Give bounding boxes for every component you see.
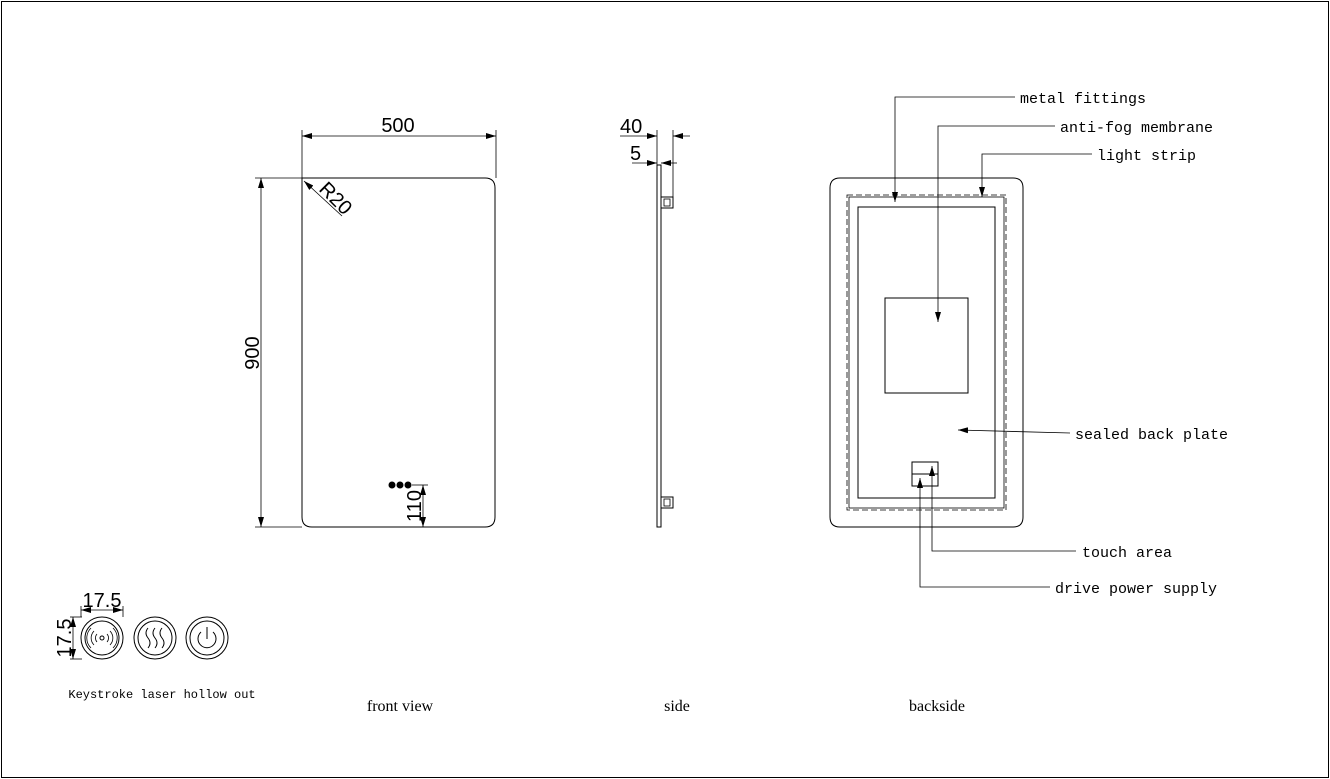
button-width-label: 17.5 [83,590,122,612]
glass-thickness-label: 5 [630,143,641,165]
width-label: 500 [381,115,414,137]
light-strip [846,194,1007,511]
back-outline [829,177,1024,528]
glass-profile [656,164,662,528]
touch-area-box [911,461,939,475]
sensor-icon [80,616,124,660]
power-supply-box [911,473,939,487]
side-view: 40 5 side [620,116,690,715]
height-label: 900 [242,336,264,369]
bracket-bottom [660,496,674,509]
callout-sealed-back-plate: sealed back plate [1075,427,1228,444]
metal-fittings [857,206,996,499]
front-view: 500 900 R20 110 front view [242,115,497,715]
depth-label: 40 [620,116,642,138]
callout-anti-fog-membrane: anti-fog membrane [1060,120,1213,137]
callout-metal-fittings: metal fittings [1020,91,1146,108]
anti-fog-membrane [884,297,969,394]
button-dot [404,481,412,489]
button-detail: 17.5 17.5 Keystroke laser hollow out [54,590,256,702]
backside-caption: backside [909,698,965,715]
button-height-label: 17.5 [54,619,76,658]
callout-touch-area: touch area [1082,545,1172,562]
defog-icon [133,616,177,660]
radius-label: R20 [314,178,356,220]
front-view-caption: front view [367,698,434,715]
button-caption: Keystroke laser hollow out [68,688,255,702]
button-offset-label: 110 [404,490,426,522]
bracket-top [660,196,674,209]
back-view: metal fittings anti-fog membrane light s… [829,91,1228,715]
button-dot [396,481,404,489]
callout-drive-power-supply: drive power supply [1055,581,1217,598]
power-icon [185,616,229,660]
callout-light-strip: light strip [1097,148,1196,165]
button-dot [388,481,396,489]
side-caption: side [664,698,690,715]
mirror-outline [301,177,496,528]
